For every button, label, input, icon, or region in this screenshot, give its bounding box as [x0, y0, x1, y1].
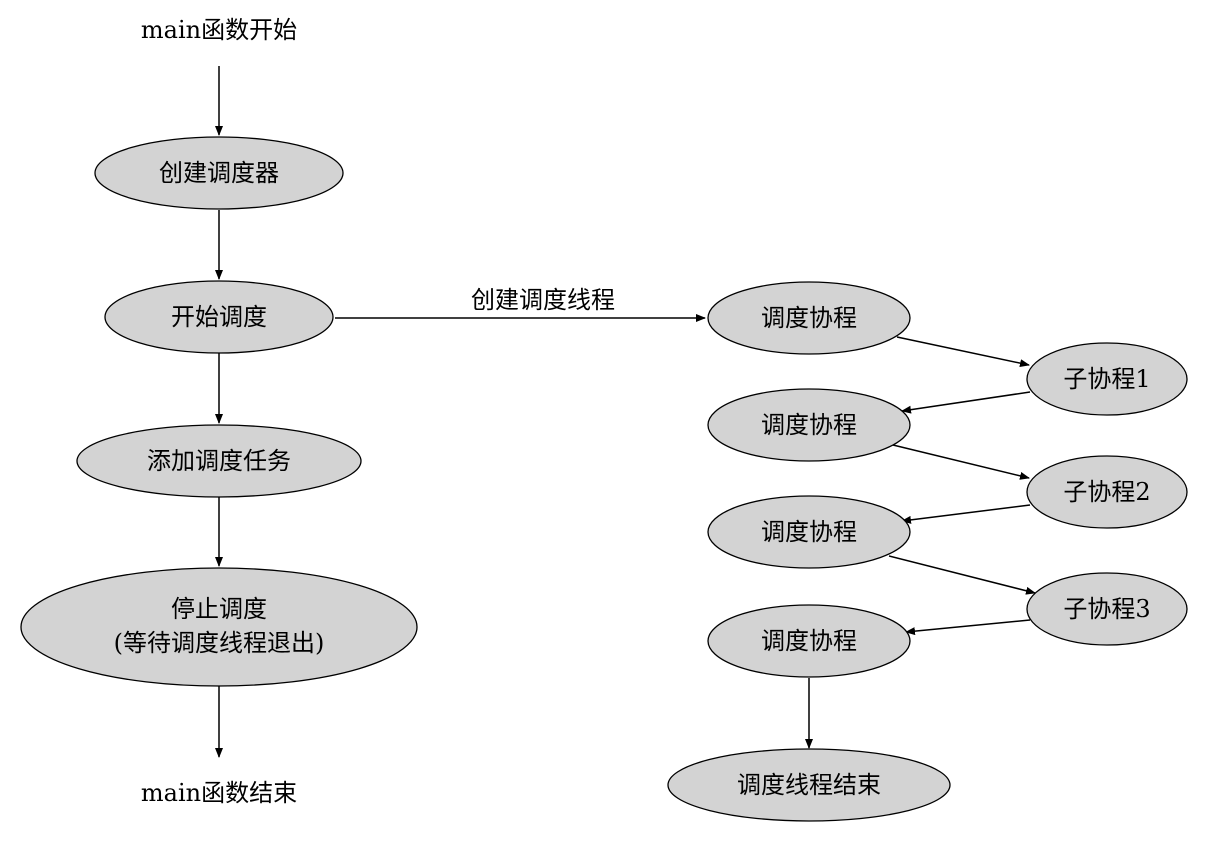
node-create-scheduler: 创建调度器: [94, 136, 344, 210]
node-add-task: 添加调度任务: [76, 424, 362, 498]
node-sub-coroutine-1: 子协程1: [1026, 342, 1188, 416]
node-sched-coroutine-4: 调度协程: [707, 604, 911, 678]
edge-sched-1-to-sub-1: [896, 336, 1030, 368]
edge-sub-1-to-sched-2: [901, 391, 1031, 414]
node-thread-end-label: 调度线程结束: [737, 771, 881, 799]
node-start-schedule: 开始调度: [104, 280, 334, 354]
node-sub-coroutine-2: 子协程2: [1026, 455, 1188, 529]
edge-sched-2-to-sub-2: [892, 444, 1030, 480]
node-stop-schedule-label-line1: 停止调度: [171, 595, 267, 623]
main-flow: main函数开始 创建调度器 开始调度 添加调度任务 停止调度 (等待调度线程退…: [20, 16, 418, 807]
node-sched-coroutine-1: 调度协程: [707, 281, 911, 355]
node-thread-end: 调度线程结束: [667, 748, 951, 822]
edge-label-create-thread: 创建调度线程: [471, 286, 615, 314]
edge-sub-3-to-sched-4: [905, 619, 1031, 636]
node-sched-coroutine-3-label: 调度协程: [761, 518, 857, 546]
node-stop-schedule: 停止调度 (等待调度线程退出): [20, 567, 418, 687]
edge-sched-3-to-sub-3: [888, 555, 1036, 595]
node-create-scheduler-label: 创建调度器: [159, 159, 279, 187]
node-add-task-label: 添加调度任务: [147, 447, 291, 475]
node-sched-coroutine-1-label: 调度协程: [761, 304, 857, 332]
node-sched-coroutine-2-label: 调度协程: [761, 411, 857, 439]
edge-sub-2-to-sched-3: [901, 504, 1031, 524]
node-sched-coroutine-2: 调度协程: [707, 388, 911, 462]
edges: 创建调度线程: [215, 66, 1036, 758]
node-sub-coroutine-3: 子协程3: [1026, 572, 1188, 646]
node-sub-coroutine-2-label: 子协程2: [1063, 478, 1150, 506]
main-start-label: main函数开始: [141, 16, 297, 44]
node-sched-coroutine-3: 调度协程: [707, 495, 911, 569]
node-sub-coroutine-3-label: 子协程3: [1063, 595, 1150, 623]
node-start-schedule-label: 开始调度: [171, 303, 267, 331]
thread-flow: 调度协程 子协程1 调度协程 子协程2 调度协程 子协程3 调度协程: [667, 281, 1188, 822]
node-sched-coroutine-4-label: 调度协程: [761, 627, 857, 655]
node-stop-schedule-label-line2: (等待调度线程退出): [114, 629, 325, 657]
node-sub-coroutine-1-label: 子协程1: [1063, 365, 1150, 393]
main-end-label: main函数结束: [141, 779, 297, 807]
